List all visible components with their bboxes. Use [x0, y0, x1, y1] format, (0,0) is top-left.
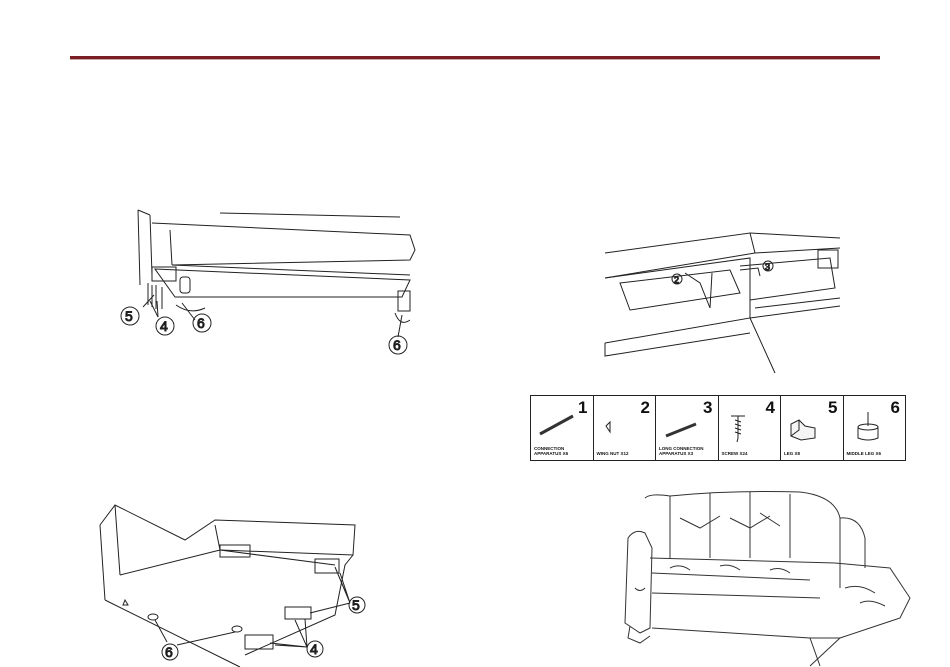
callout-6: 6 — [197, 315, 205, 331]
storage-top-figure: 2 3 — [600, 228, 845, 378]
sofa-side-figure: 5 4 6 6 — [110, 205, 430, 355]
part-label: CONNECTION APPARATUS X6 — [534, 446, 592, 456]
callout-3: 3 — [765, 262, 770, 272]
part-number: 5 — [828, 398, 837, 418]
part-label: LONG CONNECTION APPARATUS X3 — [659, 446, 717, 456]
parts-cell-4: 4 SCREW X24 — [719, 396, 782, 460]
parts-cell-5: 5 LEG X8 — [781, 396, 844, 460]
part-label: LEG X8 — [784, 451, 842, 456]
part-number: 3 — [703, 398, 712, 418]
callout-4: 4 — [160, 318, 168, 334]
parts-cell-6: 6 MIDDLE LEG X6 — [844, 396, 906, 460]
parts-table: 1 CONNECTION APPARATUS X6 2 WING NUT X12… — [530, 395, 906, 461]
callout-2: 2 — [674, 275, 679, 285]
callout-5: 5 — [125, 308, 133, 324]
part-label: SCREW X24 — [722, 451, 780, 456]
underside-figure: 5 6 4 — [95, 495, 375, 665]
callout-6-right: 6 — [393, 337, 401, 353]
callout-5-bottom: 5 — [352, 597, 360, 613]
assembled-sofa-figure — [610, 488, 920, 666]
part-number: 2 — [641, 398, 650, 418]
parts-cell-3: 3 LONG CONNECTION APPARATUS X3 — [656, 396, 719, 460]
part-label: MIDDLE LEG X6 — [847, 451, 905, 456]
callout-6-bottom: 6 — [165, 644, 173, 660]
part-number: 1 — [578, 398, 587, 418]
part-number: 4 — [766, 398, 775, 418]
part-number: 6 — [891, 398, 900, 418]
part-label: WING NUT X12 — [597, 451, 655, 456]
callout-4-bottom: 4 — [310, 641, 318, 657]
header-rule-shadow — [70, 59, 880, 60]
parts-cell-1: 1 CONNECTION APPARATUS X6 — [531, 396, 594, 460]
parts-cell-2: 2 WING NUT X12 — [594, 396, 657, 460]
